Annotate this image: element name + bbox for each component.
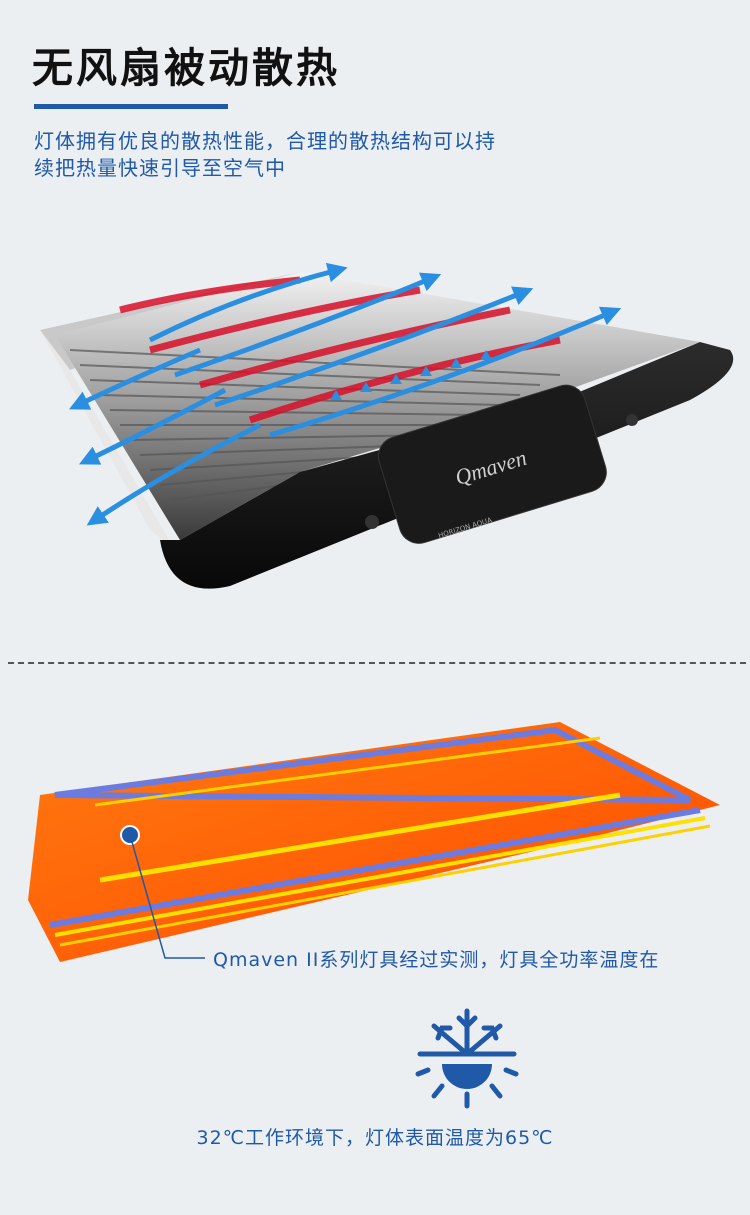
title-underline	[34, 104, 228, 109]
thermal-test-callout: Qmaven II系列灯具经过实测，灯具全功率温度在	[213, 949, 660, 971]
heat-dissipation-description: 灯体拥有优良的散热性能，合理的散热结构可以持续把热量快速引导至空气中	[34, 129, 496, 180]
thermal-image	[28, 722, 720, 962]
light-fixture-airflow-image: Qmaven HORIZON AQUA	[40, 262, 734, 589]
page-title: 无风扇被动散热	[32, 44, 340, 92]
snowflake-sun-icon	[415, 1008, 519, 1109]
section-divider	[8, 662, 746, 664]
temperature-note: 32℃工作环境下，灯体表面温度为65℃	[196, 1127, 554, 1149]
